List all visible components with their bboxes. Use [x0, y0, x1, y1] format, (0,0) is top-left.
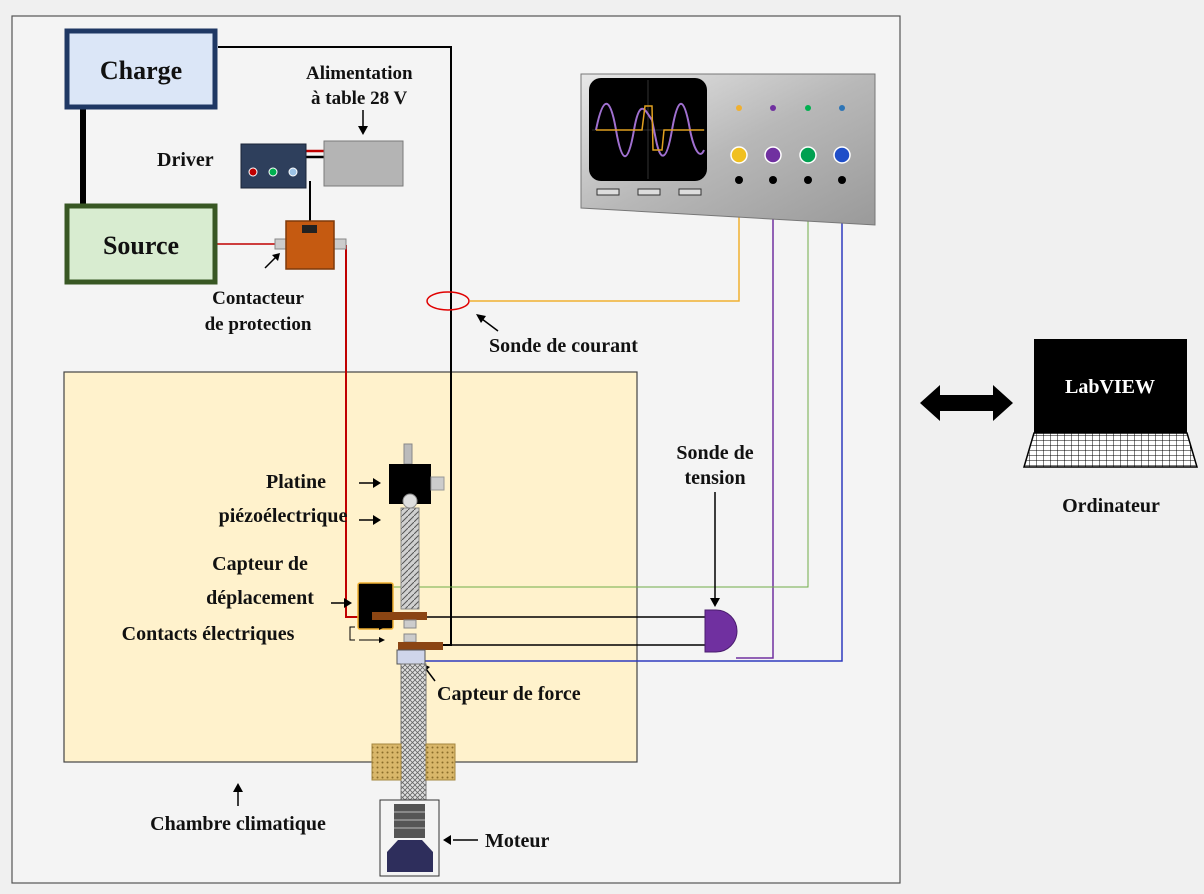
- voltage-probe-arrowhead: [710, 598, 720, 607]
- supply-label-line1: Alimentation: [306, 63, 413, 84]
- supply-arrowhead: [358, 126, 368, 135]
- piezo-label-line2: piézoélectrique: [219, 505, 348, 527]
- contacts-label: Contacts électriques: [122, 623, 295, 645]
- laptop-screen: [1034, 339, 1187, 433]
- scope-button-1: [596, 188, 620, 196]
- drive-rod: [400, 663, 427, 805]
- piezo-side-knob: [430, 476, 445, 491]
- contactor-left-terminal: [274, 238, 288, 250]
- supply-label-line2: à table 28 V: [311, 88, 408, 109]
- ch1-connector: [735, 176, 743, 184]
- charge-box: [64, 28, 218, 110]
- voltage-probe-label-line1: Sonde de: [676, 442, 753, 464]
- clamp-left: [371, 743, 402, 781]
- displacement-arrowhead: [344, 598, 352, 608]
- displacement-label-line1: Capteur de: [212, 553, 308, 575]
- ch2-connector: [769, 176, 777, 184]
- ch1-knob: [730, 146, 748, 164]
- chamber-arrowhead: [233, 783, 243, 792]
- source-label: Source: [103, 231, 179, 260]
- piezo-label-line1: Platine: [266, 471, 326, 493]
- driver-blue-led: [288, 167, 298, 177]
- source-box: [64, 203, 218, 285]
- contacts-arrowhead-2: [379, 637, 385, 643]
- piezo-arrowhead-2: [373, 515, 381, 525]
- ch4-led: [839, 105, 845, 111]
- laptop-keyboard: [1022, 432, 1199, 468]
- force-sensor-label: Capteur de force: [437, 683, 581, 705]
- driver-box: [240, 143, 307, 189]
- labview-label: LabVIEW: [1065, 376, 1155, 398]
- ch3-led: [805, 105, 811, 111]
- force-sensor: [396, 649, 426, 665]
- power-supply-box: [323, 140, 404, 187]
- voltage-probe-wire: [736, 180, 774, 659]
- current-probe-arrowhead: [476, 314, 486, 323]
- ch4-knob: [833, 146, 851, 164]
- climatic-chamber: [63, 371, 638, 763]
- clamp-right: [425, 743, 456, 781]
- contactor-right-terminal: [333, 238, 347, 250]
- driver-green-led: [268, 167, 278, 177]
- displacement-label-line2: déplacement: [206, 587, 314, 609]
- ch3-connector: [804, 176, 812, 184]
- motor-coupling: [394, 804, 425, 838]
- motor-arrowhead: [443, 835, 451, 845]
- contact-gap-lower: [403, 633, 417, 643]
- contacts-bracket: [349, 626, 355, 641]
- current-probe-arrow: [481, 318, 499, 332]
- driver-red-led: [248, 167, 258, 177]
- piezo-joint: [402, 493, 418, 509]
- displacement-sensor: [357, 582, 394, 630]
- contactor-label-line1: Contacteur: [212, 288, 304, 309]
- contactor-label-line2: de protection: [205, 314, 312, 335]
- bottom-electrical-contact: [398, 642, 443, 650]
- current-probe-wire: [470, 180, 740, 302]
- double-arrow: [920, 385, 1013, 421]
- ch1-led: [736, 105, 742, 111]
- motor-coupling-ribs: [394, 811, 425, 829]
- computer-label: Ordinateur: [1062, 495, 1160, 517]
- piezo-actuator: [400, 507, 420, 610]
- contacts-arrowhead-1: [379, 624, 385, 630]
- ch2-led: [770, 105, 776, 111]
- top-electrical-contact: [372, 612, 427, 620]
- motor-body: [387, 840, 433, 872]
- voltage-probe-label-line2: tension: [684, 467, 745, 489]
- piezo-arrowhead-1: [373, 478, 381, 488]
- current-probe: [426, 291, 470, 311]
- voltage-probe: [704, 609, 738, 653]
- charge-label: Charge: [100, 56, 182, 85]
- driver-label: Driver: [157, 149, 214, 171]
- contactor-window: [302, 225, 317, 233]
- scope-button-2: [637, 188, 661, 196]
- motor-label: Moteur: [485, 830, 550, 852]
- contactor-arrowhead: [272, 253, 280, 261]
- piezo-top-cap: [403, 443, 413, 465]
- displacement-wire: [393, 180, 809, 588]
- current-probe-label: Sonde de courant: [489, 335, 638, 357]
- contactor-arrow: [264, 256, 277, 269]
- force-sensor-arrow: [425, 668, 436, 682]
- ch4-connector: [838, 176, 846, 184]
- force-wire: [422, 180, 843, 662]
- chamber-label: Chambre climatique: [150, 813, 326, 835]
- screen-yellow-trace: [596, 105, 704, 151]
- contact-gap-upper: [403, 619, 417, 629]
- scope-button-3: [678, 188, 702, 196]
- ch2-knob: [764, 146, 782, 164]
- ch3-knob: [799, 146, 817, 164]
